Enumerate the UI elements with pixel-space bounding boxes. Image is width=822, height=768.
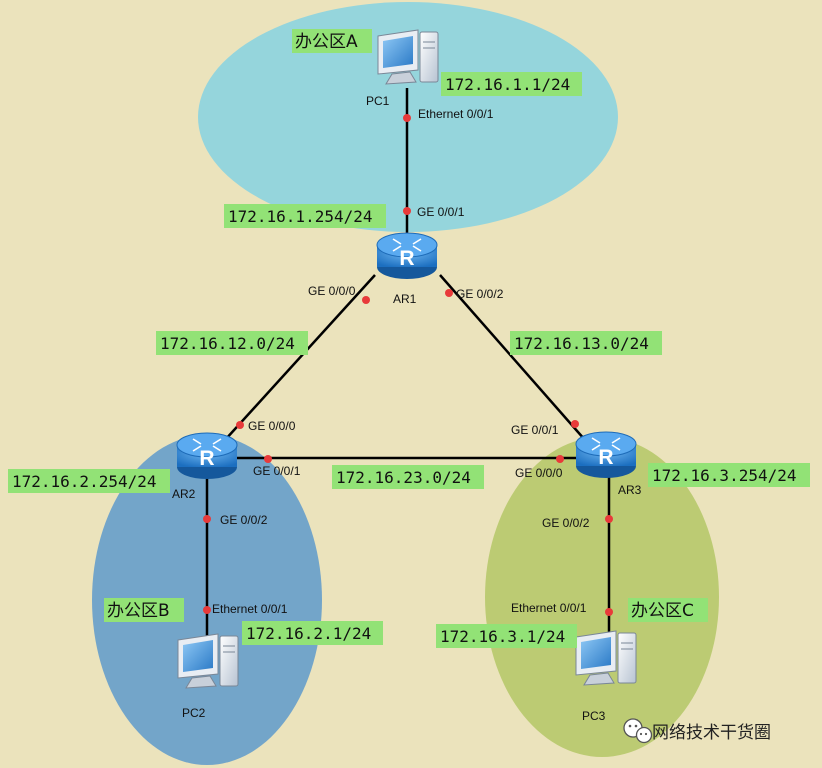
device-pc2-label: PC2 [182,706,206,720]
if-ar3-ge000: GE 0/0/0 [515,466,563,480]
port-dot [556,455,564,463]
if-ar2-ge002: GE 0/0/2 [220,513,268,527]
if-ar1-ge000: GE 0/0/0 [308,284,356,298]
if-ar2-ge000: GE 0/0/0 [248,419,296,433]
port-dot [203,515,211,523]
zone-a-label-bg [292,29,372,53]
ip-pc3: 172.16.3.1/24 [440,627,565,646]
link-ar1-ar3 [439,274,586,441]
ip-ar2-lan: 172.16.2.254/24 [12,472,157,491]
wechat-icon [623,718,653,744]
link-ar1-ar2 [224,274,376,441]
port-dot [605,608,613,616]
port-dot [571,420,579,428]
device-pc3-label: PC3 [582,709,606,723]
if-pc1-eth: Ethernet 0/0/1 [418,107,494,121]
if-ar3-ge001: GE 0/0/1 [511,423,559,437]
ip-pc1: 172.16.1.1/24 [445,75,570,94]
ip-pc2: 172.16.2.1/24 [246,624,371,643]
if-ar2-ge001: GE 0/0/1 [253,464,301,478]
port-dot [403,114,411,122]
if-ar3-ge002: GE 0/0/2 [542,516,590,530]
ip-ar3-lan: 172.16.3.254/24 [652,466,797,485]
port-dot [605,515,613,523]
zone-c-area [485,437,719,757]
ip-net13: 172.16.13.0/24 [514,334,649,353]
port-dot [403,207,411,215]
zone-c-label: 办公区C [631,601,694,621]
zone-b-label-bg [104,598,184,622]
ip-ar1-lan: 172.16.1.254/24 [228,207,373,226]
port-dot [203,606,211,614]
zone-b-label: 办公区B [107,601,170,621]
router-ar2-glyph: R [199,447,214,470]
device-ar2-label: AR2 [172,487,196,501]
if-ar1-ge001: GE 0/0/1 [417,205,465,219]
device-pc1-label: PC1 [366,94,390,108]
device-ar3-label: AR3 [618,483,642,497]
port-dot [264,455,272,463]
router-ar3-glyph: R [598,446,613,469]
watermark-text: 网络技术干货圈 [652,723,771,743]
zone-c-label-bg [628,598,708,622]
router-ar1-glyph: R [399,247,414,270]
ip-net23: 172.16.23.0/24 [336,468,471,487]
if-ar1-ge002: GE 0/0/2 [456,287,504,301]
if-pc3-eth: Ethernet 0/0/1 [511,601,587,615]
ip-net12: 172.16.12.0/24 [160,334,295,353]
port-dot [362,296,370,304]
device-ar1-label: AR1 [393,292,417,306]
port-dots [203,114,613,616]
if-pc2-eth: Ethernet 0/0/1 [212,602,288,616]
zone-a-label: 办公区A [295,32,358,52]
port-dot [445,289,453,297]
port-dot [236,421,244,429]
